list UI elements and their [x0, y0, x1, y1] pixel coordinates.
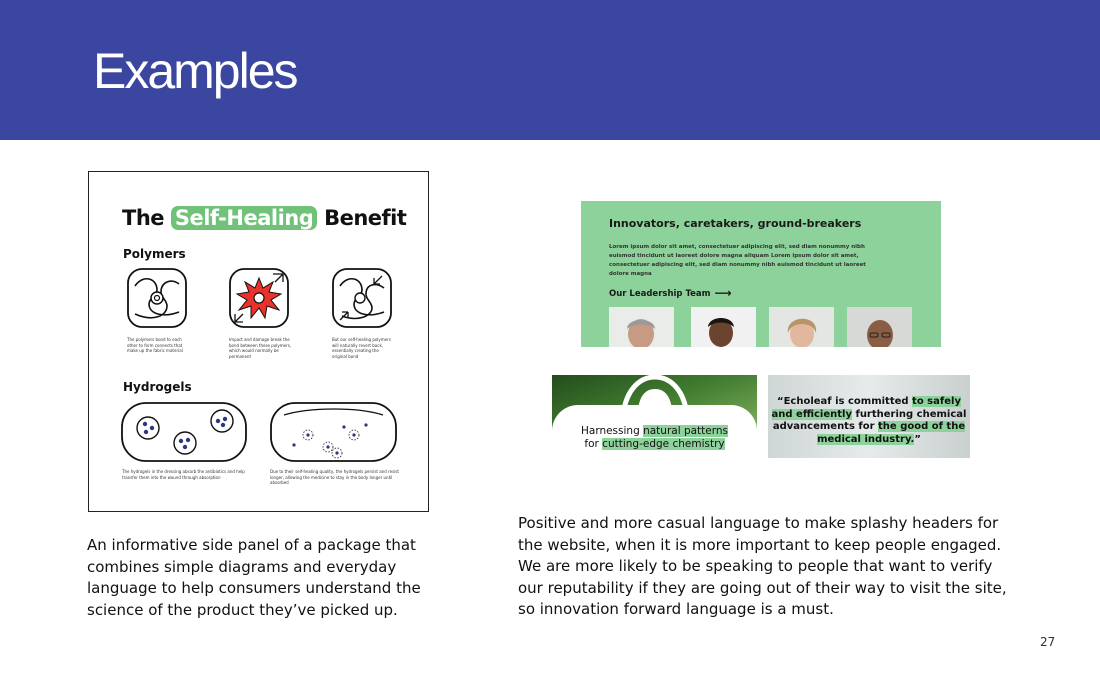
left-caption: An informative side panel of a package t…	[87, 536, 421, 619]
leadership-team-link-label: Our Leadership Team	[609, 289, 711, 299]
website-heading: Innovators, caretakers, ground-breakers	[609, 217, 862, 230]
leader-photo-2	[691, 307, 756, 347]
quote-line4: ”	[914, 433, 921, 445]
quote-line1-highlight: to safely	[912, 396, 961, 407]
hydrogels-heading: Hydrogels	[123, 380, 192, 394]
website-body-text: Lorem ipsum dolor sit amet, consectetuer…	[609, 244, 866, 277]
hydrogel-caption-1: The hydrogels in the dressing absorb the…	[122, 469, 245, 480]
leaf-arch-graphic	[621, 375, 689, 409]
echoleaf-quote-card: “Echoleaf is committed to safely and eff…	[768, 375, 970, 458]
card-a-line2-highlight: cutting-edge chemistry	[602, 438, 725, 450]
quote-line1: “Echoleaf is committed	[777, 396, 913, 407]
leadership-team-link[interactable]: Our Leadership Team⟶	[609, 285, 732, 300]
self-healing-revert-icon	[332, 268, 392, 328]
website-leadership-section: Innovators, caretakers, ground-breakers …	[581, 201, 941, 347]
leader-photo-1	[609, 307, 674, 347]
header-bar: Examples	[0, 0, 1100, 140]
polymers-heading: Polymers	[123, 247, 186, 261]
panel-title-pre: The	[122, 206, 171, 230]
hydrogel-absorb-icon	[121, 402, 247, 462]
card-a-line2-pre: for	[584, 438, 603, 450]
card-a-line1-highlight: natural patterns	[643, 425, 728, 437]
card-a-line1-pre: Harnessing	[580, 425, 644, 437]
hydrogel-caption-2: Due to their self-healing quality, the h…	[270, 469, 399, 485]
right-caption: Positive and more casual language to mak…	[518, 514, 1007, 618]
impact-damage-icon	[229, 268, 289, 328]
polymer-caption-2: Impact and damage break the bond between…	[229, 337, 292, 359]
quote-line3: advancements for	[772, 421, 879, 432]
self-healing-panel: The Self-Healing Benefit Polymers The po…	[88, 171, 429, 512]
leader-photo-3	[769, 307, 834, 347]
quote-line2: furthering chemical	[851, 408, 967, 420]
polymer-caption-1: The polymers bond to each other to form …	[127, 337, 183, 353]
page-title: Examples	[93, 43, 299, 99]
polymer-caption-3: But our self-healing polymers will natur…	[332, 337, 391, 359]
quote-line4-highlight: medical industry.	[817, 433, 915, 445]
page-number: 27	[1040, 635, 1056, 649]
card-a-headline: Harnessing natural patterns for cutting-…	[552, 425, 757, 451]
panel-title-highlight: Self-Healing	[170, 206, 318, 230]
card-b-quote: “Echoleaf is committed to safely and eff…	[768, 396, 970, 446]
quote-line2-highlight: and efficiently	[771, 408, 852, 420]
leader-photo-4	[847, 307, 912, 347]
hydrogel-persist-icon	[270, 402, 397, 462]
panel-title-post: Benefit	[317, 206, 407, 230]
panel-title: The Self-Healing Benefit	[122, 206, 407, 230]
natural-patterns-card: Harnessing natural patterns for cutting-…	[552, 375, 757, 457]
quote-line3-highlight: the good of the	[878, 421, 966, 432]
polymer-bond-icon	[127, 268, 187, 328]
arrow-right-icon: ⟶	[714, 286, 732, 300]
